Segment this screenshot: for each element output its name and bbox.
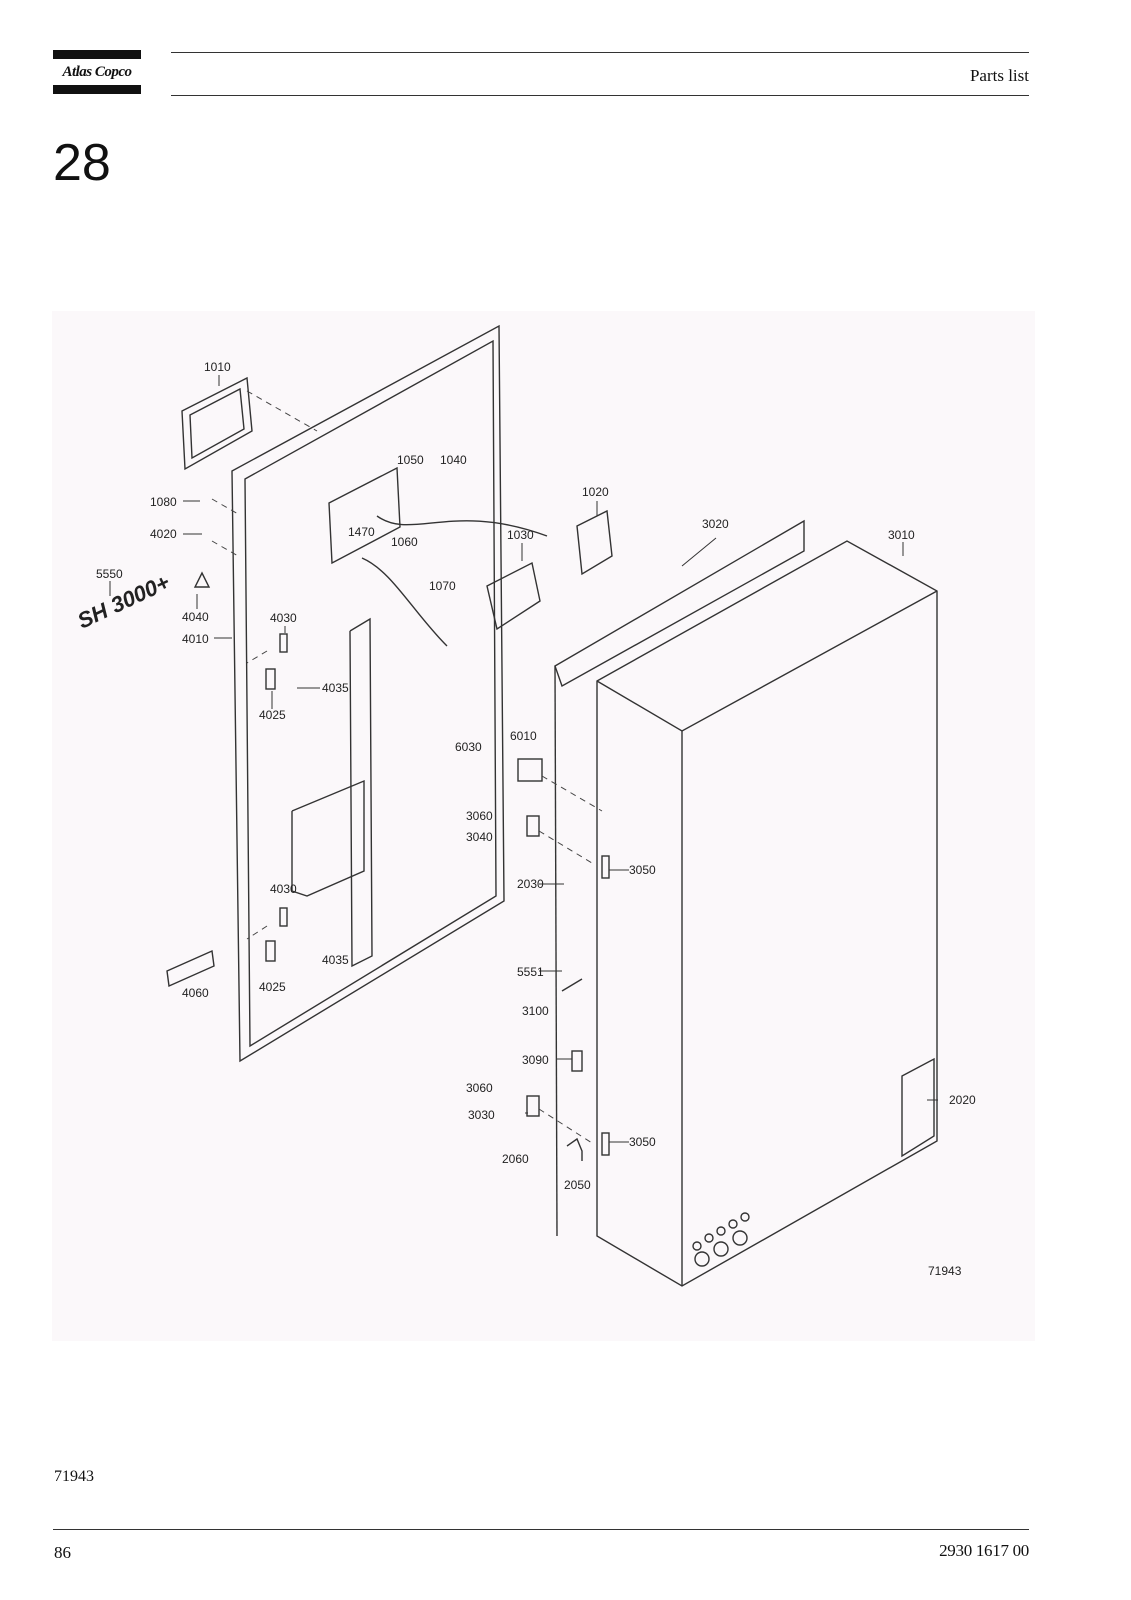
logo-bottom-bar [53,85,141,94]
callout: 1040 [440,453,467,467]
logo-top-bar [53,50,141,59]
callout: 1060 [391,535,418,549]
callout: 2060 [502,1152,529,1166]
callout: 2020 [949,1093,976,1107]
drawing-svg: SH 3000+ 1010 1050 [74,324,976,1287]
grille-6010 [517,758,543,782]
callout: 1010 [204,360,231,374]
door-inner [244,339,497,1048]
callout: 3060 [466,809,493,823]
cabinet-3010 [596,540,938,1287]
callout: 3030 [468,1108,495,1122]
callout: 6010 [510,729,537,743]
logo-wordmark: Atlas Copco [62,64,132,80]
section-number: 28 [53,134,111,192]
callout: 1470 [348,525,375,539]
callout: 4035 [322,681,349,695]
box-1030 [486,561,541,631]
callout: 4040 [182,610,209,624]
callout: 1020 [582,485,609,499]
figure-caption: 71943 [54,1468,94,1485]
callout: 3100 [522,1004,549,1018]
callout: 71943 [928,1264,962,1278]
document-number: 2930 1617 00 [939,1541,1029,1560]
page-number: 86 [54,1543,71,1562]
callout: 4010 [182,632,209,646]
callout: 4030 [270,611,297,625]
callout: 4060 [182,986,209,1000]
door-outer [231,324,505,1063]
atlas-copco-logo: Atlas Copco [53,50,141,94]
header-title: Parts list [969,66,1029,85]
callout: 1070 [429,579,456,593]
exploded-parts-drawing: SH 3000+ 1010 1050 [52,311,1035,1341]
decal-5550: SH 3000+ [74,569,174,633]
callout: 4035 [322,953,349,967]
callout: 4025 [259,980,286,994]
callout: 2030 [517,877,544,891]
callout: 5550 [96,567,123,581]
callout: 3090 [522,1053,549,1067]
callout: 6030 [455,740,482,754]
callout: 4030 [270,882,297,896]
footer-rule [53,1529,1029,1530]
header-bottom-rule [171,95,1029,96]
callout: 1050 [397,453,424,467]
callout: 3010 [888,528,915,542]
callout: 3050 [629,1135,656,1149]
callout: 2050 [564,1178,591,1192]
callout: 3040 [466,830,493,844]
header-top-rule [171,52,1029,53]
callout: 3060 [466,1081,493,1095]
callout: 1080 [150,495,177,509]
callout: 3020 [702,517,729,531]
controller-1010 [181,376,253,471]
callout: 3050 [629,863,656,877]
callout: 4025 [259,708,286,722]
callout: 4020 [150,527,177,541]
bracket-1020 [576,509,613,576]
callout: 1030 [507,528,534,542]
callout: 5551 [517,965,544,979]
